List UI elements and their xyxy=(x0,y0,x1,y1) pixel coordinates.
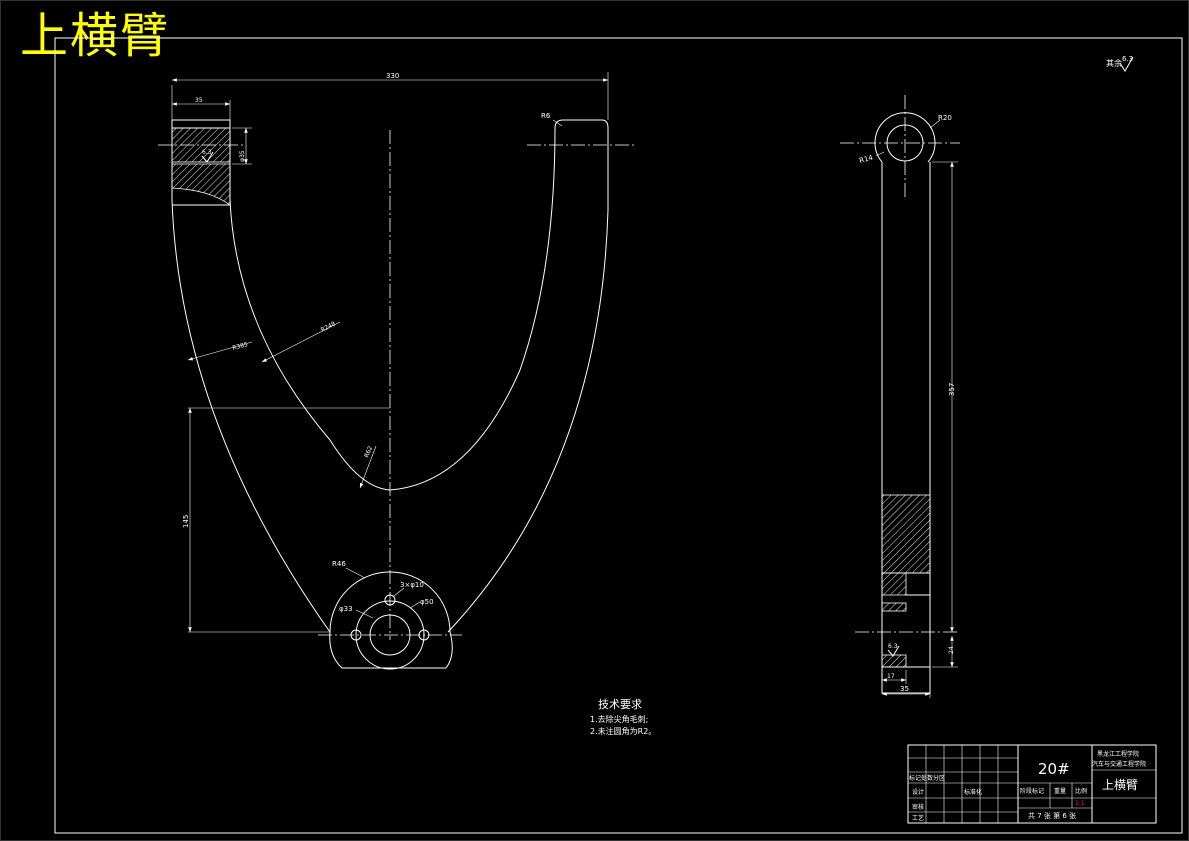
side-hatch-step xyxy=(881,572,907,596)
drawing-title: 上横臂 xyxy=(20,8,171,64)
side-arm-outline xyxy=(881,162,931,694)
side-hatch-bottom xyxy=(881,654,907,668)
drawing-frame xyxy=(54,37,1183,834)
front-roughness-value: 6.3 xyxy=(202,149,212,156)
sheet-info: 共 7 张 第 6 张 xyxy=(1028,811,1076,820)
dim-357: 357 xyxy=(948,383,956,396)
dia-33: φ33 xyxy=(339,605,353,613)
dim-top-left-height: φ35 xyxy=(239,150,246,162)
hub-base xyxy=(329,631,453,669)
roughness-symbol-icon xyxy=(1119,56,1134,72)
left-arm-inner-edge xyxy=(172,119,391,491)
part-name: 上横臂 xyxy=(1102,778,1138,792)
right-arm-edge xyxy=(389,119,609,633)
tech-req-heading: 技术要求 xyxy=(598,698,642,711)
dia-50: φ50 xyxy=(420,598,434,606)
general-roughness-note: 其余 6.3 xyxy=(1106,55,1134,72)
roughness-note-label: 其余 xyxy=(1106,58,1122,68)
dim-35: 35 xyxy=(900,685,909,693)
front-view: 6.3 330 35 φ35 R6 R385 R248 R62 xyxy=(158,72,637,670)
label-process: 工艺 xyxy=(912,814,924,822)
hub-outer-arc xyxy=(329,571,451,633)
bolt-hole-top xyxy=(384,594,396,606)
bolt-hole-right xyxy=(418,629,430,641)
hub-center-bore xyxy=(369,614,411,656)
front-roughness-icon xyxy=(201,151,214,163)
radius-r6: R6 xyxy=(541,112,551,120)
radius-r20: R20 xyxy=(938,114,952,122)
dim-overall-width: 330 xyxy=(386,72,399,80)
school-line-2: 汽车与交通工程学院 xyxy=(1092,760,1146,768)
dim-height-145: 145 xyxy=(182,515,190,528)
side-roughness-value: 6.3 xyxy=(888,643,898,650)
radius-r248: R248 xyxy=(320,320,337,333)
drawing-number: 20# xyxy=(1038,760,1070,778)
tech-req-item-1: 1.去除尖角毛刺; xyxy=(590,714,648,724)
technical-requirements: 技术要求 1.去除尖角毛刺; 2.未注圆角为R2。 xyxy=(590,698,656,736)
label-review: 审核 xyxy=(912,803,924,811)
school-line-1: 黑龙江工程学院 xyxy=(1097,750,1139,758)
tech-req-item-2: 2.未注圆角为R2。 xyxy=(590,726,656,736)
radius-r46: R46 xyxy=(332,560,346,568)
bolt-hole-left xyxy=(350,629,362,641)
dim-17: 17 xyxy=(887,673,895,680)
radius-r385: R385 xyxy=(232,341,249,352)
side-eye-bore xyxy=(886,124,924,162)
dim-24: 24 xyxy=(948,646,955,654)
label-scale: 比例 xyxy=(1075,787,1087,795)
scale-value: 1:1 xyxy=(1075,800,1085,807)
hub-bolt-circle xyxy=(355,600,425,670)
title-block-frame xyxy=(907,744,1157,824)
left-boss-hatch-top xyxy=(171,127,231,163)
side-eye-outer xyxy=(874,112,936,163)
hole-3x10: 3×φ10 xyxy=(400,581,424,589)
side-hatch-upper xyxy=(881,494,931,574)
label-mark: 标记处数分区 xyxy=(909,774,945,782)
dim-top-left-width: 35 xyxy=(195,97,203,104)
roughness-note-value: 6.3 xyxy=(1122,55,1133,63)
radius-r62: R62 xyxy=(363,445,374,459)
title-block: 20# 黑龙江工程学院 汽车与交通工程学院 上横臂 标记处数分区 设计 标准化 … xyxy=(907,744,1157,824)
side-hatch-slot xyxy=(881,602,907,612)
radius-r14: R14 xyxy=(858,153,874,164)
label-stage: 阶段标记 xyxy=(1020,787,1044,795)
label-weight: 重量 xyxy=(1054,787,1066,795)
left-arm-outer-edge xyxy=(171,120,331,633)
side-view: 6.3 R20 R14 357 24 17 35 xyxy=(840,95,960,698)
label-design: 设计 xyxy=(912,788,924,796)
side-roughness-icon xyxy=(887,645,900,657)
label-standard: 标准化 xyxy=(964,788,982,796)
left-boss-hatch-bottom xyxy=(171,163,231,206)
